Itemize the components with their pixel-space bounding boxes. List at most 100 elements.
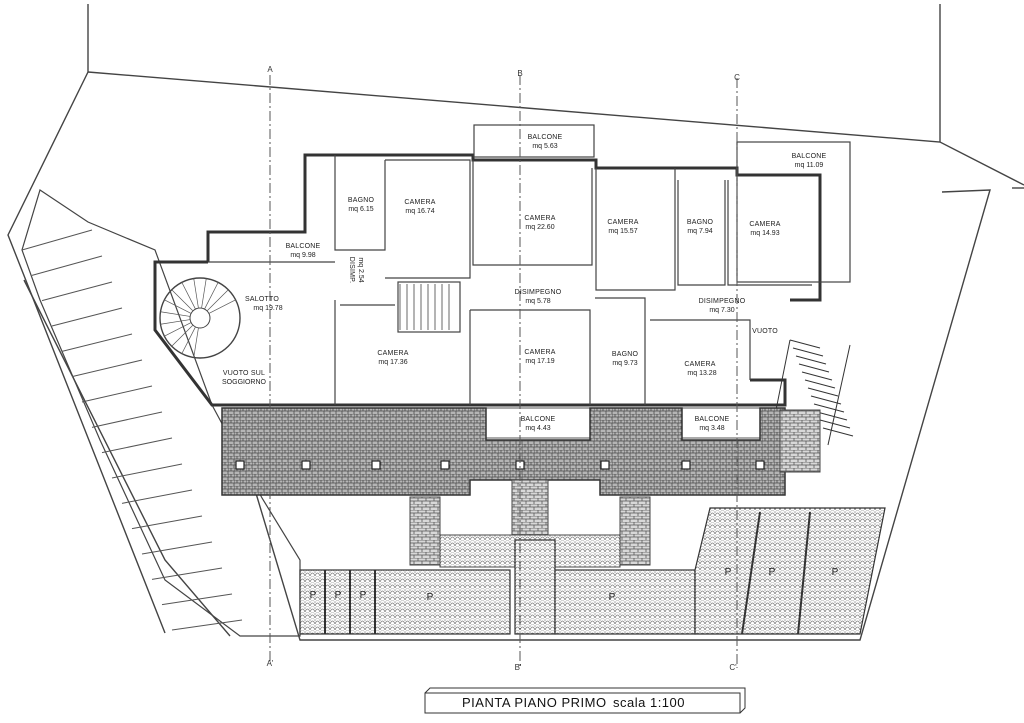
room-labels: BALCONE mq 5.63 BALCONE mq 11.09 BAGNO m…	[222, 134, 827, 432]
room-area: mq 7.30	[709, 307, 734, 314]
hatch-line	[201, 278, 207, 309]
roof-vent	[600, 460, 610, 470]
hatch-line	[31, 255, 103, 276]
room-area: mq 2.54	[357, 257, 364, 282]
side-ramp	[21, 189, 301, 637]
parking-label: P	[335, 590, 342, 601]
room-name: CAMERA	[607, 219, 638, 226]
hatch-line	[61, 333, 133, 352]
hatch-line	[181, 326, 196, 354]
room-name: SALOTTO	[245, 296, 279, 303]
roof-vent	[235, 460, 245, 470]
hatch-line	[804, 379, 836, 389]
axis-label-top: A	[267, 65, 273, 74]
hatch-line	[161, 593, 233, 606]
hatch-line	[810, 395, 842, 405]
axis-label-bottom: A'	[267, 659, 274, 668]
hatch-line	[171, 619, 243, 631]
hatch-line	[51, 307, 123, 327]
room-area: mq 3.48	[699, 425, 724, 432]
room-area: mq 7.94	[687, 228, 712, 235]
room-name: BAGNO	[687, 219, 714, 226]
room-name: BAGNO	[348, 197, 375, 204]
hatch-line	[160, 311, 191, 317]
hatch-line	[41, 281, 113, 302]
room-area: mq 11.09	[795, 162, 824, 169]
room-area: mq 13.28	[687, 370, 716, 377]
room-name: BAGNO	[612, 351, 639, 358]
axis-label-bottom: C'	[729, 663, 737, 672]
hatch-line	[795, 355, 827, 365]
axis-label-top: B	[517, 69, 522, 78]
parking-label: P	[427, 592, 434, 603]
hatch-line	[81, 385, 153, 403]
room-name: CAMERA	[377, 350, 408, 357]
hatch-line	[208, 299, 236, 314]
room-area: SOGGIORNO	[222, 379, 267, 386]
hatch-line	[131, 515, 203, 530]
title-block: PIANTA PIANO PRIMO scala 1:100	[424, 687, 746, 714]
hatch-line	[160, 319, 191, 325]
room-name: VUOTO	[752, 328, 778, 335]
parking-label: P	[310, 590, 317, 601]
room-name: BALCONE	[695, 416, 730, 423]
parking-label: P	[725, 567, 732, 578]
hatch-line	[193, 327, 199, 358]
roof-vent	[371, 460, 381, 470]
room-area: mq 15.57	[608, 228, 637, 235]
hatch-line	[193, 278, 199, 309]
room-name: CAMERA	[404, 199, 435, 206]
room-area: mq 5.78	[525, 298, 550, 305]
hatch-line	[827, 344, 851, 446]
hatch-line	[71, 359, 143, 378]
hatch-line	[807, 387, 839, 397]
room-area: mq 5.63	[532, 143, 557, 150]
room-area: mq 16.74	[405, 208, 434, 215]
room-name: CAMERA	[524, 349, 555, 356]
hatch-line	[21, 229, 93, 251]
building	[153, 124, 854, 446]
hatch-line	[121, 489, 193, 504]
room-area: mq 17.19	[525, 358, 554, 365]
hatch-line	[801, 371, 833, 381]
drawing-title: PIANTA PIANO PRIMO	[462, 695, 607, 710]
hatch-line	[822, 427, 854, 437]
parking-label: P	[769, 567, 776, 578]
hatch-line	[171, 324, 194, 347]
hatch-line	[151, 567, 223, 580]
roof-vent	[755, 460, 765, 470]
axis-label-top: C	[734, 73, 740, 82]
hatch-line	[792, 347, 824, 357]
parking-label: P	[360, 590, 367, 601]
room-name: CAMERA	[749, 221, 780, 228]
room-name: BALCONE	[286, 243, 321, 250]
roof-vent	[681, 460, 691, 470]
room-name: CAMERA	[684, 361, 715, 368]
parking-label: P	[832, 567, 839, 578]
room-name: DISIMPEGNO	[515, 289, 562, 296]
room-name: DISIMPEGNO	[699, 298, 746, 305]
room-area: mq 4.43	[525, 425, 550, 432]
hatch-line	[91, 411, 163, 428]
room-area: mq 9.98	[290, 252, 315, 259]
room-name: BALCONE	[521, 416, 556, 423]
hatch-line	[164, 299, 192, 314]
hatch-line	[164, 322, 192, 337]
room-name: VUOTO SUL	[223, 370, 265, 377]
hatch-line	[181, 282, 196, 310]
room-area: mq 22.60	[525, 224, 554, 231]
room-area: mq 14.93	[750, 230, 779, 237]
drawing-scale: scala 1:100	[613, 695, 685, 710]
hatch-line	[819, 419, 851, 429]
roof-covering	[221, 407, 786, 496]
room-area: mq 19.78	[253, 305, 282, 312]
section-axes: A B C A' B' C'	[267, 65, 741, 672]
parking-label: P	[609, 592, 616, 603]
hatch-line	[789, 339, 821, 349]
hatch-line	[171, 289, 194, 312]
roof-vent	[440, 460, 450, 470]
room-name: BALCONE	[792, 153, 827, 160]
hatch-line	[813, 403, 845, 413]
roof-vent	[301, 460, 311, 470]
